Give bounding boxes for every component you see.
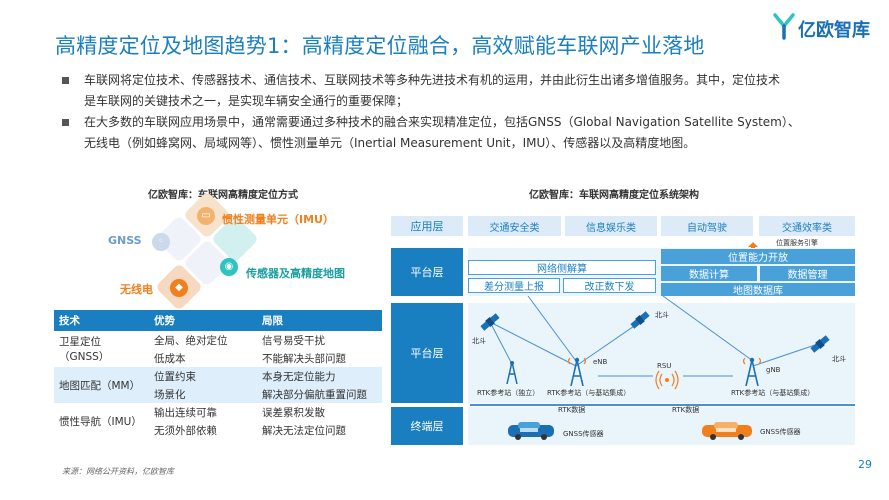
rtk-data-label: RTK数据 — [558, 406, 586, 414]
rtk-base-label: RTK参考站（与基站集成） — [547, 389, 631, 397]
table-cell: 场景化 — [149, 385, 257, 403]
beidou-label: 北斗 — [832, 355, 846, 363]
enb-label: eNB — [593, 358, 608, 366]
car-icon — [700, 420, 754, 444]
logo: 亿欧智库 — [772, 12, 872, 42]
table-cell: 解决部分偏航重置问题 — [257, 385, 382, 403]
table-row: 低成本 不能解决头部问题 — [54, 349, 382, 367]
table-cell: 不能解决头部问题 — [257, 349, 382, 367]
rtk-independent-label: RTK参考站（独立） — [477, 389, 540, 397]
imu-label: 惯性测量单元（IMU） — [222, 213, 334, 226]
left-section-title: 亿欧智库：车联网高精度定位方式 — [148, 190, 298, 201]
page-number: 29 — [858, 458, 872, 471]
radio-icon: ◆ — [170, 279, 188, 297]
rtk-data-label: RTK数据 — [672, 406, 700, 414]
car-icon — [506, 420, 556, 444]
table-cell: 误差累积发散 — [257, 403, 382, 421]
bullet-item: 车联网将定位技术、传感器技术、通信技术、互联网技术等多种先进技术有机的运用，并由… — [60, 70, 860, 112]
beidou-label: 北斗 — [472, 337, 486, 345]
gnss-sensor-label: GNSS传感器 — [563, 430, 604, 438]
network-side-solution: 网络侧解算 — [468, 260, 656, 275]
bullet-text-line: 车联网将定位技术、传感器技术、通信技术、互联网技术等多种先进技术有机的运用，并由… — [84, 73, 781, 87]
table-cell: 输出连续可靠 — [149, 403, 257, 421]
bullet-text-line: 无线电（例如蜂窝网、局域网等）、惯性测量单元（Inertial Measurem… — [84, 136, 696, 150]
gnss-label: GNSS — [108, 234, 142, 247]
table-cell: 位置约束 — [149, 367, 257, 385]
diff-report-box: 差分测量上报 — [468, 278, 560, 293]
map-database-box: 地图数据库 — [661, 283, 855, 297]
gnb-label: gNB — [766, 366, 781, 374]
satellite-icon — [808, 332, 832, 360]
radio-label: 无线电 — [120, 283, 153, 296]
bullet-text-line: 在大多数的车联网应用场景中，通常需要通过多种技术的融合来实现精准定位，包括GNS… — [84, 115, 800, 129]
app-item: 交通效率类 — [759, 216, 855, 236]
correction-box: 改正数下发 — [563, 278, 656, 293]
gnss-sensor-label: GNSS传感器 — [760, 428, 801, 436]
table-cell: 解决无法定位问题 — [257, 421, 382, 439]
table-row: 卫星定位（GNSS） 全局、绝对定位 信号易受干扰 — [54, 331, 382, 367]
app-item: 交通安全类 — [468, 216, 561, 236]
bullet-text-line: 是车联网的关键技术之一，是实现车辆安全通行的重要保障； — [84, 94, 409, 108]
rtk-tower-icon — [504, 360, 520, 388]
satellite-icon — [628, 308, 652, 336]
table-row: 惯性导航（IMU） 输出连续可靠 误差累积发散 — [54, 403, 382, 439]
page-title: 高精度定位及地图趋势1：高精度定位融合，高效赋能车联网产业落地 — [55, 34, 705, 58]
bullet-item: 在大多数的车联网应用场景中，通常需要通过多种技术的融合来实现精准定位，包括GNS… — [60, 112, 860, 154]
capability-open-box: 位置能力开放 — [661, 249, 855, 264]
layer-terminal: 终端层 — [391, 407, 463, 445]
data-manage-box: 数据管理 — [760, 266, 855, 281]
table-cell: 无须外部依赖 — [149, 421, 257, 439]
comparison-table: 技术 优势 局限 卫星定位（GNSS） 全局、绝对定位 信号易受干扰 低成本 不… — [54, 310, 382, 439]
up-arrow-icon — [748, 237, 758, 252]
sensor-map-icon: ◉ — [220, 258, 238, 276]
logo-icon — [773, 13, 795, 40]
cell-tower-icon — [741, 356, 763, 390]
layer-app: 应用层 — [391, 216, 463, 236]
positioning-methods-diagram: ◦ ▭ ◉ ◆ GNSS 惯性测量单元（IMU） 传感器及高精度地图 无线电 — [100, 190, 390, 312]
rtk-base-label: RTK参考站（与基站集成） — [731, 389, 815, 397]
beidou-label: 北斗 — [655, 311, 669, 319]
data-compute-box: 数据计算 — [661, 266, 757, 281]
table-header: 优势 — [149, 310, 257, 331]
cell-tower-icon — [566, 356, 588, 390]
layer-platform: 平台层 — [391, 248, 463, 296]
table-cell: 全局、绝对定位 — [149, 331, 257, 349]
table-cell-tech: 卫星定位（GNSS） — [54, 331, 149, 367]
divider — [470, 404, 855, 406]
location-service-engine-label: 位置服务引擎 — [776, 239, 818, 247]
table-header: 技术 — [54, 310, 149, 331]
table-header: 局限 — [257, 310, 382, 331]
source-note: 来源：网络公开资料，亿欧智库 — [62, 467, 174, 476]
square-bullet-icon — [62, 77, 69, 84]
app-item: 自动驾驶 — [661, 216, 753, 236]
table-row: 场景化 解决部分偏航重置问题 — [54, 385, 382, 403]
layer-platform: 平台层 — [391, 303, 463, 403]
table-row: 无须外部依赖 解决无法定位问题 — [54, 421, 382, 439]
square-bullet-icon — [62, 119, 69, 126]
table-cell-tech: 地图匹配（MM） — [54, 367, 149, 403]
table-cell: 信号易受干扰 — [257, 331, 382, 349]
gnss-icon: ◦ — [152, 233, 170, 251]
table-row: 地图匹配（MM） 位置约束 本身无定位能力 — [54, 367, 382, 403]
right-section-title: 亿欧智库：车联网高精度定位系统架构 — [529, 190, 699, 201]
logo-text: 亿欧智库 — [798, 20, 870, 41]
app-item: 信息娱乐类 — [565, 216, 657, 236]
bullet-list: 车联网将定位技术、传感器技术、通信技术、互联网技术等多种先进技术有机的运用，并由… — [60, 70, 860, 154]
table-cell-tech: 惯性导航（IMU） — [54, 403, 149, 439]
satellite-icon — [478, 310, 502, 338]
topology-lines — [489, 296, 819, 377]
imu-icon: ▭ — [197, 207, 215, 225]
table-cell: 本身无定位能力 — [257, 367, 382, 385]
rsu-icon — [655, 370, 679, 394]
rsu-label: RSU — [657, 362, 672, 370]
sensor-map-label: 传感器及高精度地图 — [246, 267, 345, 280]
table-cell: 低成本 — [149, 349, 257, 367]
table-header-row: 技术 优势 局限 — [54, 310, 382, 331]
